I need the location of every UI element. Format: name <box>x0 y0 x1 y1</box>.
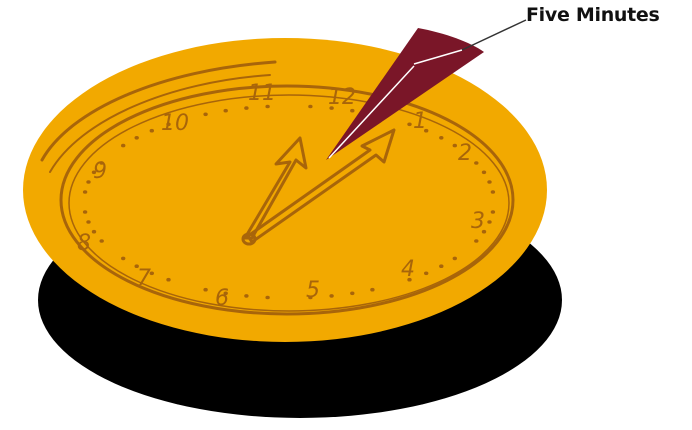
clock-tick-dot <box>265 105 269 109</box>
clock-tick-dot <box>121 257 125 261</box>
clock-tick-dot <box>92 171 96 175</box>
clock-tick-dot <box>407 278 411 282</box>
clock-face <box>23 38 547 342</box>
clock-tick-dot <box>329 106 333 110</box>
callout-leader-line <box>462 20 526 50</box>
clock-tick-dot <box>308 105 312 109</box>
clock-tick-dot <box>135 136 139 140</box>
clock-tick-dot <box>135 264 139 268</box>
clock-numeral-4: 4 <box>401 257 415 282</box>
clock-tick-dot <box>439 264 443 268</box>
clock-tick-dot <box>166 123 170 127</box>
clock-tick-dot <box>224 109 228 113</box>
clock-tick-dot <box>86 180 90 184</box>
clock-tick-dot <box>166 278 170 282</box>
clock-tick-dot <box>224 292 228 296</box>
clock-tick-dot <box>350 292 354 296</box>
clock-tick-dot <box>244 106 248 110</box>
clock-tick-dot <box>244 294 248 298</box>
clock-tick-dot <box>86 220 90 224</box>
clock-tick-dot <box>203 113 207 117</box>
clock-tick-dot <box>350 109 354 113</box>
clock-tick-dot <box>487 180 491 184</box>
clock-tick-dot <box>491 210 495 214</box>
clock-numeral-8: 8 <box>77 231 91 256</box>
clock-tick-dot <box>83 190 87 194</box>
clock-tick-dot <box>424 272 428 276</box>
clock-numeral-2: 2 <box>458 141 472 166</box>
clock-tick-dot <box>439 136 443 140</box>
clock-tick-dot <box>424 129 428 133</box>
clock-tick-dot <box>487 220 491 224</box>
clock-tick-dot <box>121 144 125 148</box>
clock-numeral-6: 6 <box>215 286 229 311</box>
clock-numeral-7: 7 <box>137 266 151 291</box>
clock-numeral-11: 11 <box>248 81 276 106</box>
callout-label: Five Minutes <box>526 4 660 26</box>
clock-numeral-5: 5 <box>306 278 320 303</box>
clock-tick-dot <box>308 296 312 300</box>
clock-tick-dot <box>474 161 478 165</box>
clock-tick-dot <box>474 239 478 243</box>
clock-numeral-10: 10 <box>161 111 189 136</box>
clock-tick-dot <box>407 123 411 127</box>
clock-tick-dot <box>83 210 87 214</box>
clock-tick-dot <box>453 144 457 148</box>
clock-tick-dot <box>150 129 154 133</box>
clock-tick-dot <box>329 294 333 298</box>
clock-numeral-12: 12 <box>328 85 356 110</box>
clock-tick-dot <box>265 296 269 300</box>
clock-tick-dot <box>203 288 207 292</box>
clock-tick-dot <box>92 230 96 234</box>
clock-tick-dot <box>370 288 374 292</box>
clock-tick-dot <box>482 171 486 175</box>
clock-tick-dot <box>150 272 154 276</box>
clock-tick-dot <box>100 239 104 243</box>
clock-tick-dot <box>453 257 457 261</box>
clock-tick-dot <box>100 161 104 165</box>
clock-tick-dot <box>491 190 495 194</box>
clock-tick-dot <box>482 230 486 234</box>
